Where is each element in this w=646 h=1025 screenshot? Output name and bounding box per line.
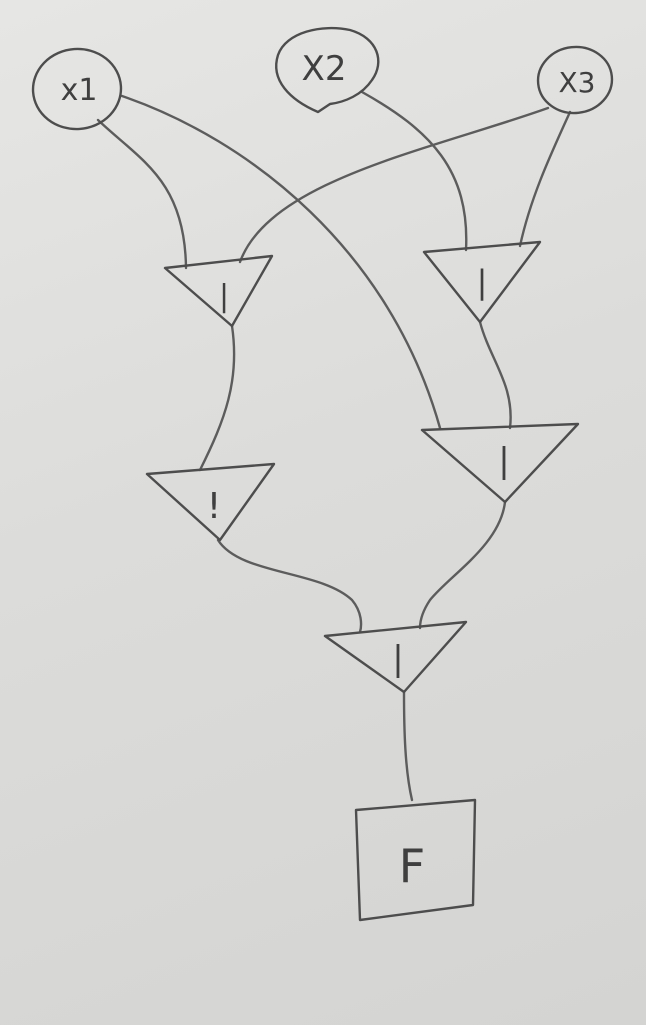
wire-gate-2-to-gate-4	[478, 320, 512, 430]
input-node-x3: X3	[536, 45, 614, 115]
gate-2-symbol: |	[477, 263, 488, 301]
wire-x3-to-gate-2	[518, 110, 572, 248]
gate-5-triangle: |	[323, 620, 468, 694]
output-box: F	[354, 798, 477, 922]
wires	[96, 90, 572, 802]
wire-x3-to-gate-1	[238, 106, 550, 264]
wire-x1-to-gate-1	[96, 118, 188, 270]
gate-3-symbol: !	[207, 486, 221, 527]
wire-gate-3-to-gate-5	[216, 538, 363, 634]
gate-3-triangle: !	[145, 462, 276, 542]
wire-gate-5-to-output	[402, 690, 414, 802]
gate-1-triangle: |	[163, 254, 274, 328]
gate-4-triangle: |	[420, 422, 580, 504]
wire-gate-1-to-gate-3	[198, 324, 236, 472]
input-label-x3: X3	[559, 66, 596, 99]
input-label-x1: x1	[61, 73, 98, 108]
gate-5-symbol: |	[392, 639, 403, 679]
input-node-x2: X2	[275, 26, 380, 114]
output-label: F	[399, 839, 425, 893]
wire-x2-to-gate-2	[360, 90, 468, 252]
wire-x1-to-gate-4	[120, 94, 442, 430]
gate-2-triangle: |	[422, 240, 542, 324]
input-label-x2: X2	[302, 49, 347, 89]
input-node-x1: x1	[31, 47, 123, 131]
gate-1-symbol: |	[219, 279, 229, 314]
wire-gate-4-to-gate-5	[418, 500, 507, 630]
gate-4-symbol: |	[498, 441, 509, 481]
